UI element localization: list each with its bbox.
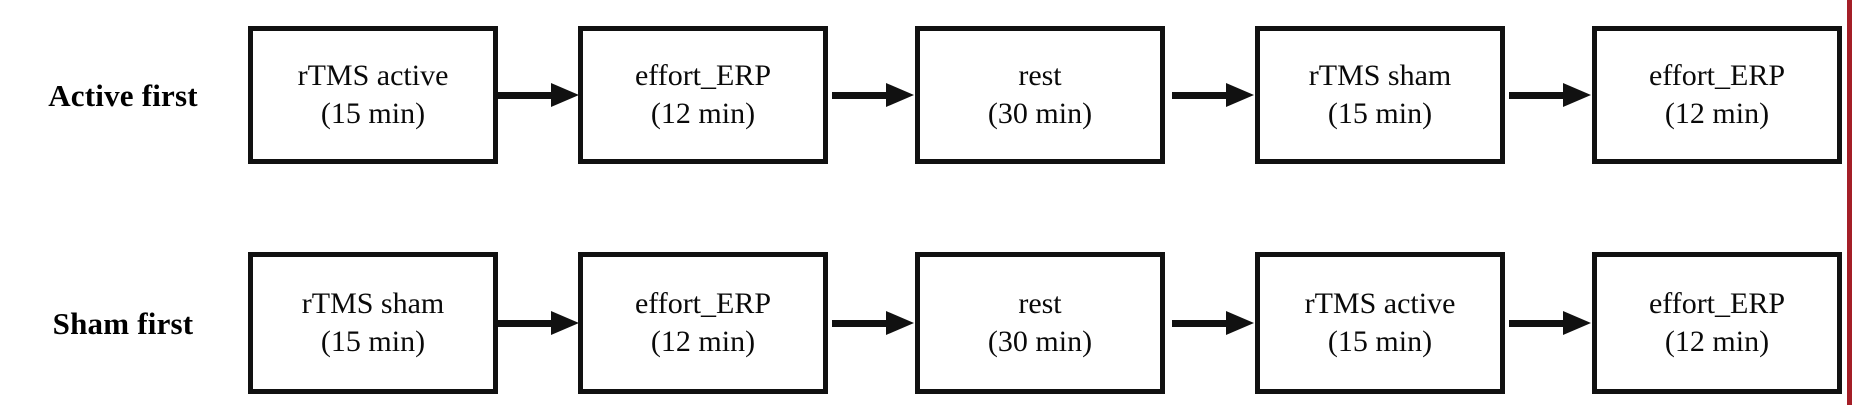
flow-box-duration: (15 min) xyxy=(1327,97,1433,130)
flow-row-sham-first: Sham first rTMS sham (15 min) effort_ERP… xyxy=(0,252,1852,394)
flow-arrow-right-icon xyxy=(832,311,914,335)
flow-box-sham-2: effort_ERP (12 min) xyxy=(578,252,828,394)
flow-arrow-right-icon xyxy=(497,311,579,335)
arrow-head xyxy=(886,311,914,335)
arrow-head xyxy=(1563,83,1591,107)
arrow-head xyxy=(551,311,579,335)
flow-arrow-right-icon xyxy=(1172,83,1254,107)
arrow-head xyxy=(1226,311,1254,335)
flow-box-title: effort_ERP xyxy=(634,58,772,92)
flow-box-sham-4: rTMS active (15 min) xyxy=(1255,252,1505,394)
flow-box-duration: (30 min) xyxy=(987,325,1093,358)
flow-box-duration: (12 min) xyxy=(1664,325,1770,358)
arrow-head xyxy=(551,83,579,107)
flow-box-duration: (15 min) xyxy=(320,325,426,358)
flow-arrow-right-icon xyxy=(1509,83,1591,107)
arrow-head xyxy=(1563,311,1591,335)
flow-row-active-first: Active first rTMS active (15 min) effort… xyxy=(0,26,1852,164)
flow-box-title: rTMS sham xyxy=(301,286,445,320)
flow-arrow-right-icon xyxy=(1509,311,1591,335)
flow-box-title: rTMS active xyxy=(1304,286,1456,320)
row-label-active-first: Active first xyxy=(48,78,198,113)
arrow-shaft xyxy=(1509,320,1569,327)
arrow-shaft xyxy=(832,92,892,99)
flow-box-active-4: rTMS sham (15 min) xyxy=(1255,26,1505,164)
flow-arrow-right-icon xyxy=(497,83,579,107)
flow-box-title: effort_ERP xyxy=(1648,58,1786,92)
flow-box-title: rest xyxy=(1018,58,1062,92)
flow-box-sham-5: effort_ERP (12 min) xyxy=(1592,252,1842,394)
flow-box-duration: (15 min) xyxy=(320,97,426,130)
arrow-shaft xyxy=(497,92,557,99)
arrow-shaft xyxy=(497,320,557,327)
arrow-shaft xyxy=(1172,92,1232,99)
right-edge-red-rule xyxy=(1847,0,1852,405)
flow-box-duration: (12 min) xyxy=(650,325,756,358)
flow-box-active-5: effort_ERP (12 min) xyxy=(1592,26,1842,164)
flow-box-title: rest xyxy=(1018,286,1062,320)
arrow-head xyxy=(886,83,914,107)
flow-box-active-1: rTMS active (15 min) xyxy=(248,26,498,164)
arrow-shaft xyxy=(1509,92,1569,99)
arrow-shaft xyxy=(832,320,892,327)
flow-arrow-right-icon xyxy=(832,83,914,107)
flow-box-title: rTMS sham xyxy=(1308,58,1452,92)
flow-box-duration: (15 min) xyxy=(1327,325,1433,358)
flow-box-sham-3: rest (30 min) xyxy=(915,252,1165,394)
flow-box-duration: (30 min) xyxy=(987,97,1093,130)
flow-box-duration: (12 min) xyxy=(650,97,756,130)
flow-box-title: effort_ERP xyxy=(634,286,772,320)
flow-arrow-right-icon xyxy=(1172,311,1254,335)
flow-box-title: effort_ERP xyxy=(1648,286,1786,320)
flow-box-active-2: effort_ERP (12 min) xyxy=(578,26,828,164)
arrow-head xyxy=(1226,83,1254,107)
flow-box-active-3: rest (30 min) xyxy=(915,26,1165,164)
flow-box-duration: (12 min) xyxy=(1664,97,1770,130)
flow-box-sham-1: rTMS sham (15 min) xyxy=(248,252,498,394)
arrow-shaft xyxy=(1172,320,1232,327)
flow-box-title: rTMS active xyxy=(297,58,449,92)
row-label-sham-first: Sham first xyxy=(52,306,194,341)
